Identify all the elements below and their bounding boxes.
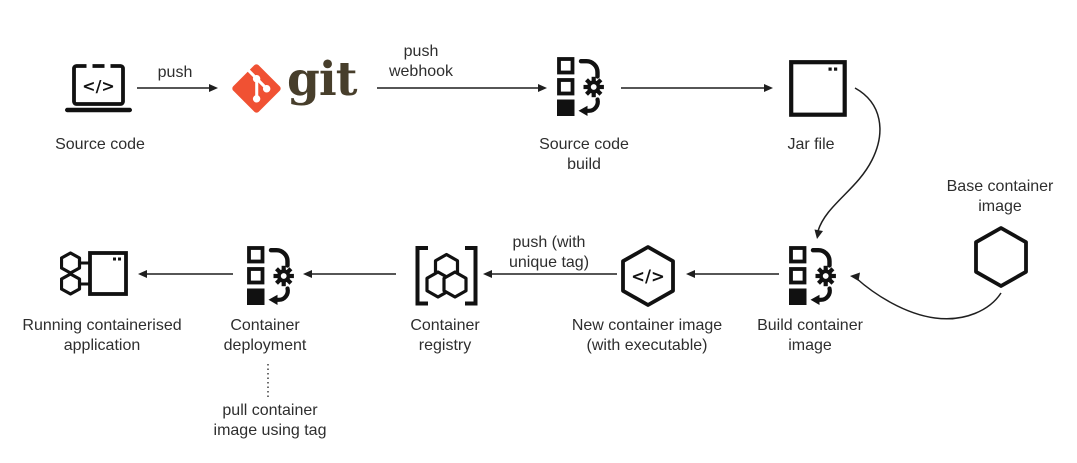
node-label-container-deployment: Container deployment [223, 317, 307, 354]
node-label-build-container-image: Build container image [757, 317, 863, 354]
node-label-container-registry: Container registry [410, 317, 480, 354]
registry-hexagons-icon [415, 246, 478, 306]
node-label-source-code-build: Source code build [539, 136, 629, 173]
hexagon-icon [974, 226, 1028, 288]
arrowhead-base-to-build [850, 272, 860, 281]
build-pipeline-icon [247, 246, 295, 305]
node-label-new-container-image: New container image (with executable) [571, 317, 723, 354]
arrowhead-push-unique [483, 270, 492, 278]
hexagon-code-icon: </> [621, 245, 675, 307]
laptop-code-icon: </> [65, 64, 132, 113]
edge-label-push-webhook: push webhook [388, 43, 454, 80]
edge-label-push: push [157, 64, 193, 81]
build-pipeline-icon [789, 246, 837, 305]
git-logo-icon [232, 64, 281, 113]
arrowhead-build-to-jar [764, 84, 773, 92]
svg-text:</>: </> [631, 267, 665, 286]
edge-label-push-unique-tag: push (with unique tag) [508, 234, 590, 271]
curve-base-to-build [855, 277, 1002, 320]
container-app-icon [60, 251, 128, 296]
arrowhead-deploy-to-running [138, 270, 147, 278]
build-pipeline-icon [557, 57, 605, 116]
git-wordmark: git [287, 52, 357, 107]
node-label-base-container-image: Base container image [946, 178, 1054, 215]
curve-jar-to-build [817, 87, 881, 232]
arrowhead-jar-to-build [814, 229, 823, 239]
arrowhead-push-webhook [538, 84, 547, 92]
node-label-source-code: Source code [55, 136, 145, 153]
node-label-jar-file: Jar file [787, 136, 835, 153]
edge-label-pull-container: pull container image using tag [213, 402, 327, 439]
node-label-running-application: Running containerised application [22, 317, 182, 354]
svg-text:</>: </> [82, 77, 115, 96]
arrowhead-build-to-new [686, 270, 695, 278]
arrowhead-push [209, 84, 218, 92]
arrowhead-registry-to-deploy [303, 270, 312, 278]
file-window-icon [789, 60, 847, 117]
